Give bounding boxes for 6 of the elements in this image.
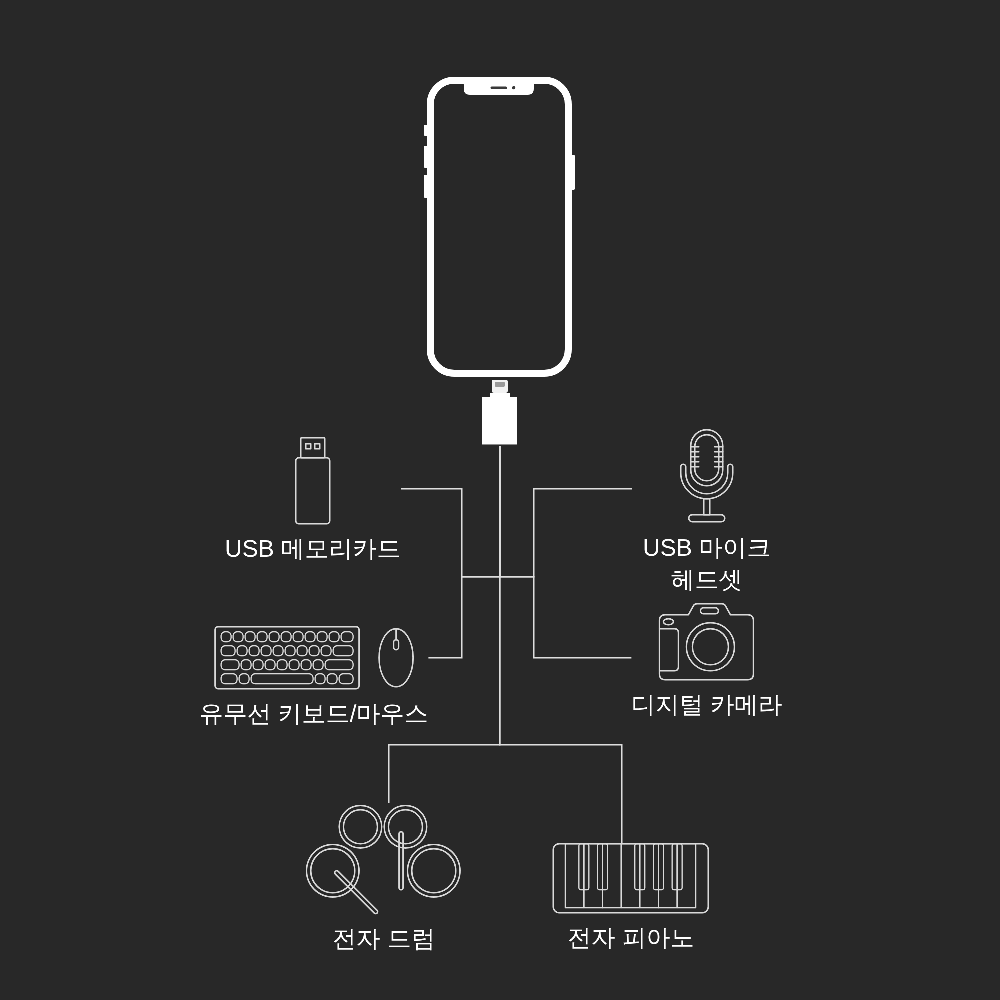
device-label: 전자 피아노 xyxy=(568,924,694,954)
device-label: 유무선 키보드/마우스 xyxy=(199,700,429,730)
device-label: 디지털 카메라 xyxy=(632,691,782,721)
device-label: USB 마이크 헤드셋 xyxy=(642,534,772,596)
device-label: 전자 드럼 xyxy=(332,925,436,955)
device-label: USB 메모리카드 xyxy=(225,535,401,565)
